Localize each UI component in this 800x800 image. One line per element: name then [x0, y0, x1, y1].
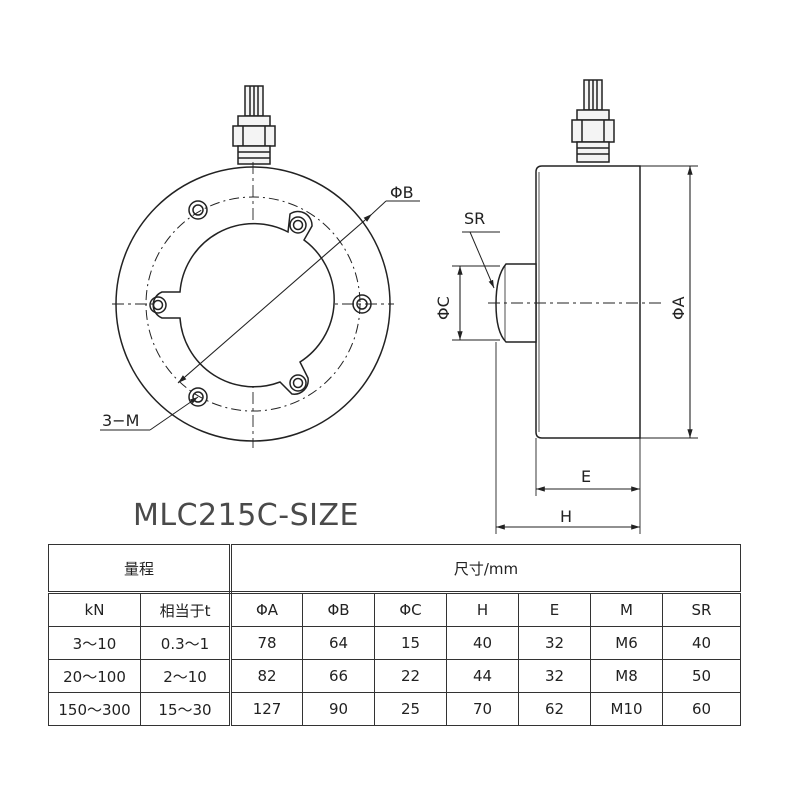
- table-cell: 82: [230, 659, 304, 693]
- e-label: E: [581, 467, 591, 486]
- table-row: 150～300 15～30 127 90 25 70 62 M10 60: [48, 692, 742, 726]
- table-cell: 78: [230, 626, 304, 660]
- table-cell: 90: [302, 692, 376, 726]
- table-column-header-row: kN 相当于t ΦA ΦB ΦC H E M SR: [48, 592, 742, 627]
- table-cell: 40: [662, 626, 742, 660]
- column-header-m: M: [590, 592, 664, 627]
- table-cell: M10: [590, 692, 664, 726]
- table-cell: 15: [374, 626, 448, 660]
- table-cell: 127: [230, 692, 304, 726]
- phi-b-dimension-line: [177, 213, 373, 384]
- table-cell: 32: [518, 659, 592, 693]
- technical-drawing: ΦB 3−M: [100, 79, 698, 534]
- spec-table: 量程 尺寸/mm kN 相当于t ΦA ΦB ΦC H E M SR 3～10 …: [47, 544, 742, 726]
- table-row: 3～10 0.3～1 78 64 15 40 32 M6 40: [48, 626, 742, 660]
- column-header-ton: 相当于t: [139, 592, 233, 627]
- table-cell: 70: [446, 692, 520, 726]
- column-header-h: H: [446, 592, 520, 627]
- table-cell: 3～10: [48, 626, 141, 660]
- table-cell: 150～300: [48, 692, 141, 726]
- table-cell: 44: [446, 659, 520, 693]
- model-title: MLC215C-SIZE: [133, 498, 359, 533]
- front-cable-gland: [232, 85, 276, 165]
- range-group-header: 量程: [47, 544, 233, 594]
- phi-b-label: ΦB: [390, 183, 414, 202]
- column-header-phi-a: ΦA: [230, 592, 304, 627]
- column-header-phi-c: ΦC: [374, 592, 448, 627]
- phi-a-label: ΦA: [669, 296, 688, 320]
- table-cell: 62: [518, 692, 592, 726]
- sr-label: SR: [464, 209, 485, 228]
- size-group-header: 尺寸/mm: [230, 544, 742, 594]
- table-cell: M8: [590, 659, 664, 693]
- table-cell: 20～100: [48, 659, 141, 693]
- table-row: 20～100 2～10 82 66 22 44 32 M8 50: [48, 659, 742, 693]
- table-cell: 50: [662, 659, 742, 693]
- table-cell: 64: [302, 626, 376, 660]
- inner-bore: [152, 210, 335, 395]
- side-body: [535, 165, 641, 439]
- h-label: H: [560, 507, 572, 526]
- table-group-header-row: 量程 尺寸/mm: [47, 544, 742, 594]
- phi-c-label: ΦC: [434, 296, 453, 320]
- column-header-phi-b: ΦB: [302, 592, 376, 627]
- table-cell: 66: [302, 659, 376, 693]
- column-header-e: E: [518, 592, 592, 627]
- table-cell: 25: [374, 692, 448, 726]
- side-cable-gland: [571, 79, 615, 163]
- table-cell: M6: [590, 626, 664, 660]
- table-cell: 40: [446, 626, 520, 660]
- table-cell: 15～30: [139, 692, 233, 726]
- table-cell: 60: [662, 692, 742, 726]
- side-view: [452, 79, 698, 534]
- table-cell: 2～10: [139, 659, 233, 693]
- table-cell: 0.3～1: [139, 626, 233, 660]
- front-view: [100, 85, 420, 448]
- column-header-sr: SR: [662, 592, 742, 627]
- table-cell: 22: [374, 659, 448, 693]
- column-header-kn: kN: [48, 592, 141, 627]
- three-m-label: 3−M: [102, 411, 139, 430]
- table-cell: 32: [518, 626, 592, 660]
